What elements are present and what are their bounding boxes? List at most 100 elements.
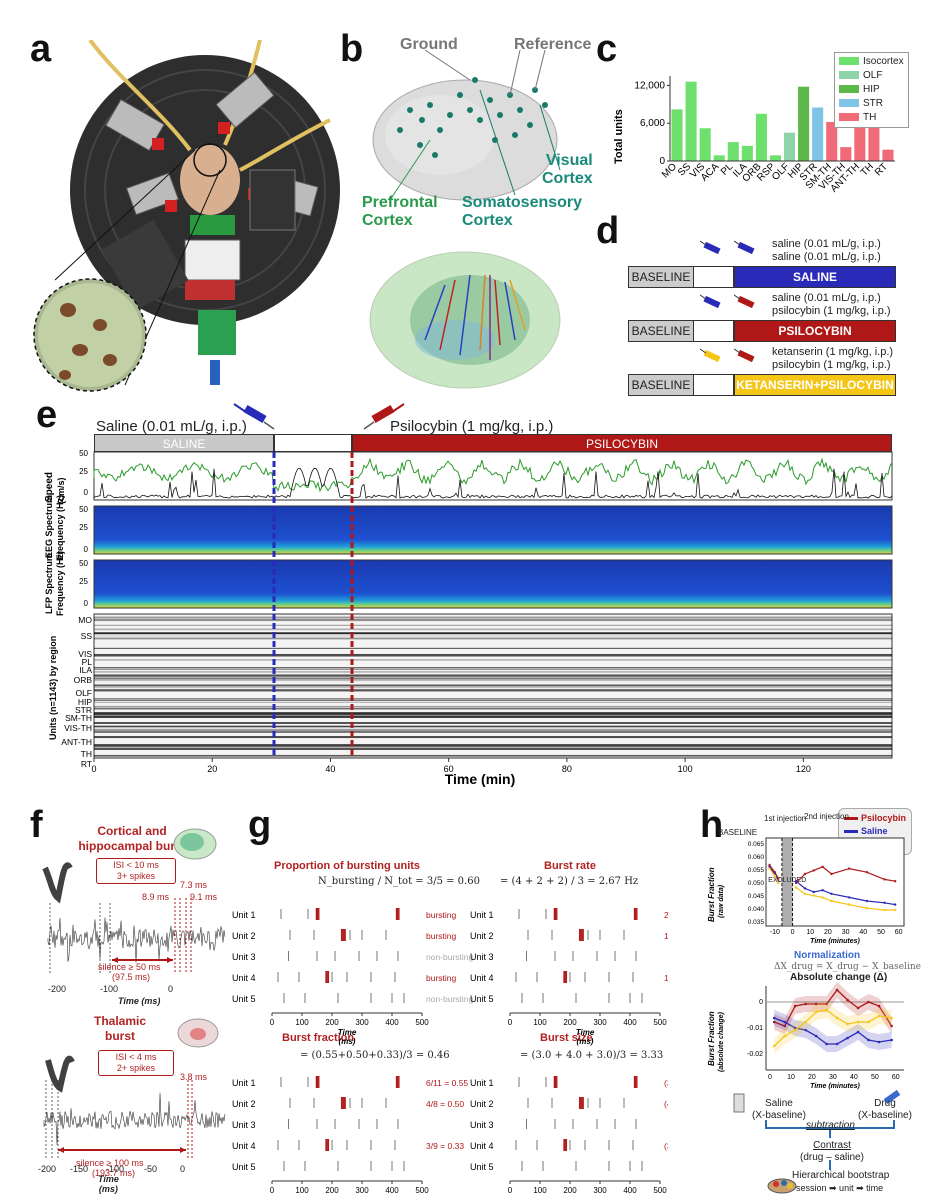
data-point <box>835 1042 839 1046</box>
time-axis-unit: (ms) <box>339 1037 356 1046</box>
silence-label: silence ≥ 50 ms <box>98 962 161 972</box>
data-point <box>804 1020 807 1024</box>
x-tick-label: 80 <box>562 764 572 774</box>
gap-block <box>694 374 734 396</box>
silence-value: (193.7 ms) <box>92 1168 136 1178</box>
unit-label: Unit 4 <box>470 1141 494 1151</box>
lfp-label: LFP Spectrum <box>44 553 54 614</box>
y-tick-label: 12,000 <box>634 80 665 91</box>
x-tick-label: 0 <box>270 1186 275 1195</box>
saline-baseline-box: Saline(X-baseline) <box>752 1098 806 1121</box>
x-tick-label: 20 <box>808 1074 816 1081</box>
data-point <box>804 1028 807 1032</box>
treatment-row: ketanserin (1 mg/kg, i.p.) psilocybin (1… <box>628 346 928 398</box>
syringe-icon <box>734 240 755 255</box>
data-point <box>846 1036 849 1040</box>
contrast-box: Contrast(drug – saline) <box>800 1140 864 1163</box>
data-point <box>846 998 849 1002</box>
unit-metric: 6/11 = 0.55 <box>426 1078 468 1088</box>
data-point <box>783 1024 786 1028</box>
panel-letter-a: a <box>30 28 52 70</box>
unit-label: Unit 2 <box>232 1099 256 1109</box>
unit-label: Unit 1 <box>232 1078 256 1088</box>
time-axis-unit: (ms) <box>577 1037 594 1046</box>
region-label: SM-TH <box>65 713 92 723</box>
data-point <box>821 896 824 899</box>
burst-rate-formula: = (4 + 2 + 2) / 3 = 2.67 Hz <box>500 876 639 887</box>
gap-block <box>694 320 734 342</box>
data-point <box>821 865 824 868</box>
treatment-row: saline (0.01 mL/g, i.p.) saline (0.01 mL… <box>628 238 928 290</box>
speed-tick: 25 <box>79 467 88 476</box>
data-point <box>812 890 815 894</box>
cortical-burst-trace <box>42 862 226 973</box>
speed-tick: 50 <box>79 450 88 458</box>
legend-swatch <box>839 71 859 80</box>
proportion-title: Proportion of bursting units <box>274 860 421 872</box>
psilocybin-title: Psilocybin (1 mg/kg, i.p.) <box>390 418 554 435</box>
bar-vis <box>699 128 711 161</box>
panel-letter-f: f <box>30 804 43 846</box>
isi-label: 7.3 ms <box>180 880 208 890</box>
injection-2-label: saline (0.01 mL/g, i.p.) <box>772 251 881 263</box>
x-tick-label: 30 <box>829 1074 837 1081</box>
bar-rt <box>882 149 894 161</box>
data-point <box>812 894 815 897</box>
legend-swatch <box>839 85 859 94</box>
unit-metric: (3) / 1 = 3.0 <box>664 1141 668 1151</box>
y-tick-label: 0.040 <box>748 906 765 913</box>
data-point <box>883 878 886 881</box>
x-tick-label: 300 <box>355 1018 369 1027</box>
freq-tick: 50 <box>79 505 88 514</box>
legend-label: STR <box>863 98 883 109</box>
x-tick-label: 400 <box>385 1186 399 1195</box>
syringe-icon <box>700 348 721 363</box>
freq-tick: 25 <box>79 577 88 586</box>
x-tick-label: 60 <box>895 929 903 936</box>
x-tick-label: 500 <box>415 1018 429 1027</box>
y-axis-label: Burst Fraction <box>707 1011 716 1066</box>
x-tick-label: 50 <box>871 1074 879 1081</box>
y-tick-label: 0 <box>759 999 763 1006</box>
x-tick-label: 100 <box>533 1186 547 1195</box>
unit-label: Unit 2 <box>470 1099 494 1109</box>
syringe-icon <box>734 294 755 309</box>
burst-size-title: Burst size <box>540 1032 593 1044</box>
data-point <box>825 1042 828 1046</box>
time-tick: -150 <box>70 1164 89 1174</box>
x-tick-label: 120 <box>796 764 811 774</box>
x-tick-label: 400 <box>385 1018 399 1027</box>
data-point <box>865 871 869 874</box>
baseline-block: BASELINE <box>628 266 694 288</box>
legend-swatch <box>844 830 858 834</box>
x-tick-label: 0 <box>791 929 795 936</box>
treatment-schedule: saline (0.01 mL/g, i.p.) saline (0.01 mL… <box>628 238 928 408</box>
syringe-icon <box>734 348 755 363</box>
legend-entry: OLF <box>839 69 904 83</box>
legend-label: HIP <box>863 84 880 95</box>
burst-fraction-title: Burst fraction <box>282 1032 355 1044</box>
panel-letter-c: c <box>596 28 618 70</box>
data-point <box>793 1004 797 1008</box>
data-point <box>783 1020 786 1024</box>
data-point <box>867 1020 870 1024</box>
y-tick-label: 0.055 <box>748 867 765 874</box>
x-tick-label: 100 <box>533 1018 547 1027</box>
bar-olf <box>784 132 796 161</box>
burst-rate-title: Burst rate <box>544 860 596 872</box>
data-point <box>835 1016 839 1020</box>
unit-metric: 2 burst / 0.5s = 4 Hz <box>664 910 668 920</box>
series-line <box>773 1009 892 1047</box>
data-point <box>847 896 851 899</box>
ci-band <box>774 982 892 1034</box>
eeg-label: EEG Spectrum <box>44 495 54 558</box>
region-label: VIS-TH <box>64 723 92 733</box>
y-tick-label: 0.065 <box>748 841 765 848</box>
time-axis-label: Time <box>576 1028 595 1037</box>
brain-thalamus-icon <box>177 1018 219 1048</box>
legend-entry: Saline <box>844 825 906 838</box>
data-point <box>867 1000 870 1004</box>
data-point <box>793 1026 797 1030</box>
bar-ant-th <box>854 121 866 161</box>
